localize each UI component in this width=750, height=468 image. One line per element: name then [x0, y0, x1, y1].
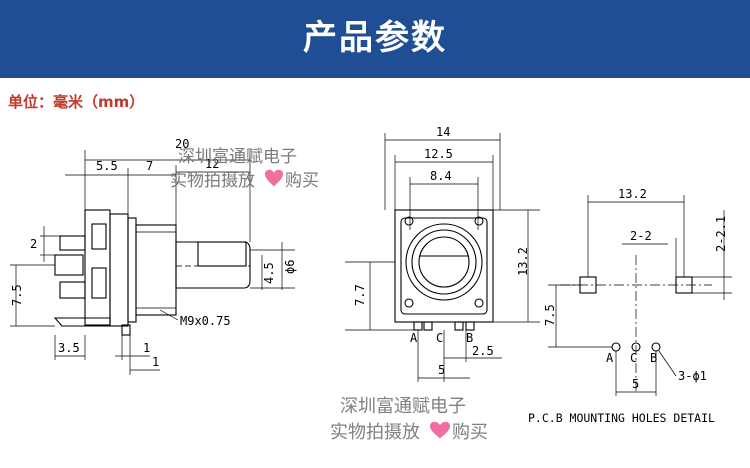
dim-7: 7 — [146, 159, 153, 173]
dim-holes: 3-ϕ1 — [678, 369, 707, 383]
unit-label: 单位：毫米（mm） — [8, 93, 145, 111]
side-pin — [121, 324, 131, 336]
watermark-line-2b: 购买 — [285, 171, 319, 191]
dim-5-pcb: 5 — [632, 377, 639, 391]
dim-1-a: 1 — [143, 341, 150, 355]
dim-3-5: 3.5 — [58, 341, 80, 355]
dim-2-2: 2-2 — [630, 229, 652, 243]
side-flange — [127, 217, 137, 323]
front-hole-bl — [404, 298, 414, 308]
dim-1-b: 1 — [152, 355, 159, 369]
front-hole-br — [474, 298, 484, 308]
dim-12-5: 12.5 — [424, 147, 453, 161]
dim-20: 20 — [175, 137, 189, 151]
dim-7-7: 7.7 — [353, 284, 367, 306]
dim-5-5: 5.5 — [96, 159, 118, 173]
front-pin-b — [465, 321, 475, 331]
front-bushing-outer — [405, 223, 483, 301]
dim-13-2: 13.2 — [516, 247, 530, 276]
heart-icon — [430, 421, 450, 439]
pcb-label-a: A — [606, 351, 614, 365]
dim-phi6: ϕ6 — [283, 260, 297, 274]
pcb-label-c: C — [630, 351, 637, 365]
watermark-line-1: 深圳富通赋电子 — [178, 147, 297, 167]
side-shaft-flat — [197, 241, 247, 267]
dim-2-5: 2.5 — [472, 344, 494, 358]
front-pin-label-b: B — [466, 331, 473, 345]
front-pin-label-a: A — [410, 331, 418, 345]
dim-13-2-pcb: 13.2 — [618, 187, 647, 201]
watermark-line-2b-bottom: 购买 — [452, 422, 488, 443]
watermark-bottom: 深圳富通赋电子 实物拍摄放 购买 — [330, 396, 488, 443]
front-view: 14 12.5 8.4 13.2 7.7 A C B 2.5 5 — [345, 125, 540, 382]
watermark-top: 深圳富通赋电子 实物拍摄放 购买 — [170, 147, 319, 191]
dim-12: 12 — [205, 157, 219, 171]
pcb-hole-b — [651, 342, 661, 352]
page-title: 产品参数 — [303, 18, 447, 58]
dim-14: 14 — [436, 125, 450, 139]
dim-5-front: 5 — [438, 363, 445, 377]
front-shaft — [418, 236, 470, 288]
side-foot — [53, 317, 111, 327]
side-terminal-bottom — [59, 281, 86, 299]
dim-m9: M9x0.75 — [180, 314, 231, 328]
heart-icon — [265, 169, 283, 187]
side-view: 20 12 5.5 7 2 7.5 4.5 ϕ6 M9x0.75 3.5 1 — [10, 137, 297, 375]
side-shaft — [175, 241, 251, 289]
side-terminal-lead — [54, 254, 84, 276]
dim-8-4: 8.4 — [430, 169, 452, 183]
side-bracket — [109, 213, 129, 327]
front-pin-label-c: C — [436, 331, 443, 345]
watermark-line-2a: 实物拍摄放 — [170, 171, 255, 191]
watermark-line-1-bottom: 深圳富通赋电子 — [340, 396, 466, 417]
dim-7-5-pcb: 7.5 — [543, 304, 557, 326]
dim-4-5: 4.5 — [262, 262, 276, 284]
side-body-detail-bottom — [91, 267, 107, 299]
pcb-caption: P.C.B MOUNTING HOLES DETAIL — [528, 411, 715, 425]
side-terminal-top — [59, 235, 86, 251]
front-frame — [400, 217, 488, 315]
dim-2-2-1: 2-2.1 — [714, 216, 728, 252]
front-body — [394, 209, 494, 323]
front-hole-tr — [474, 216, 484, 226]
side-bushing — [135, 224, 177, 316]
pcb-view: 13.2 2-2 2-2.1 7.5 A C B 5 3-ϕ1 P.C.B MO… — [528, 187, 732, 425]
side-body-detail-top — [91, 223, 107, 250]
front-pin-a — [413, 321, 423, 331]
watermark-line-2a-bottom: 实物拍摄放 — [330, 422, 420, 443]
title-banner: 产品参数 — [0, 0, 750, 78]
dim-7-5: 7.5 — [10, 284, 24, 306]
pcb-hole-a — [611, 342, 621, 352]
front-hole-tl — [404, 216, 414, 226]
dim-2: 2 — [30, 237, 37, 251]
pcb-label-b: B — [650, 351, 657, 365]
